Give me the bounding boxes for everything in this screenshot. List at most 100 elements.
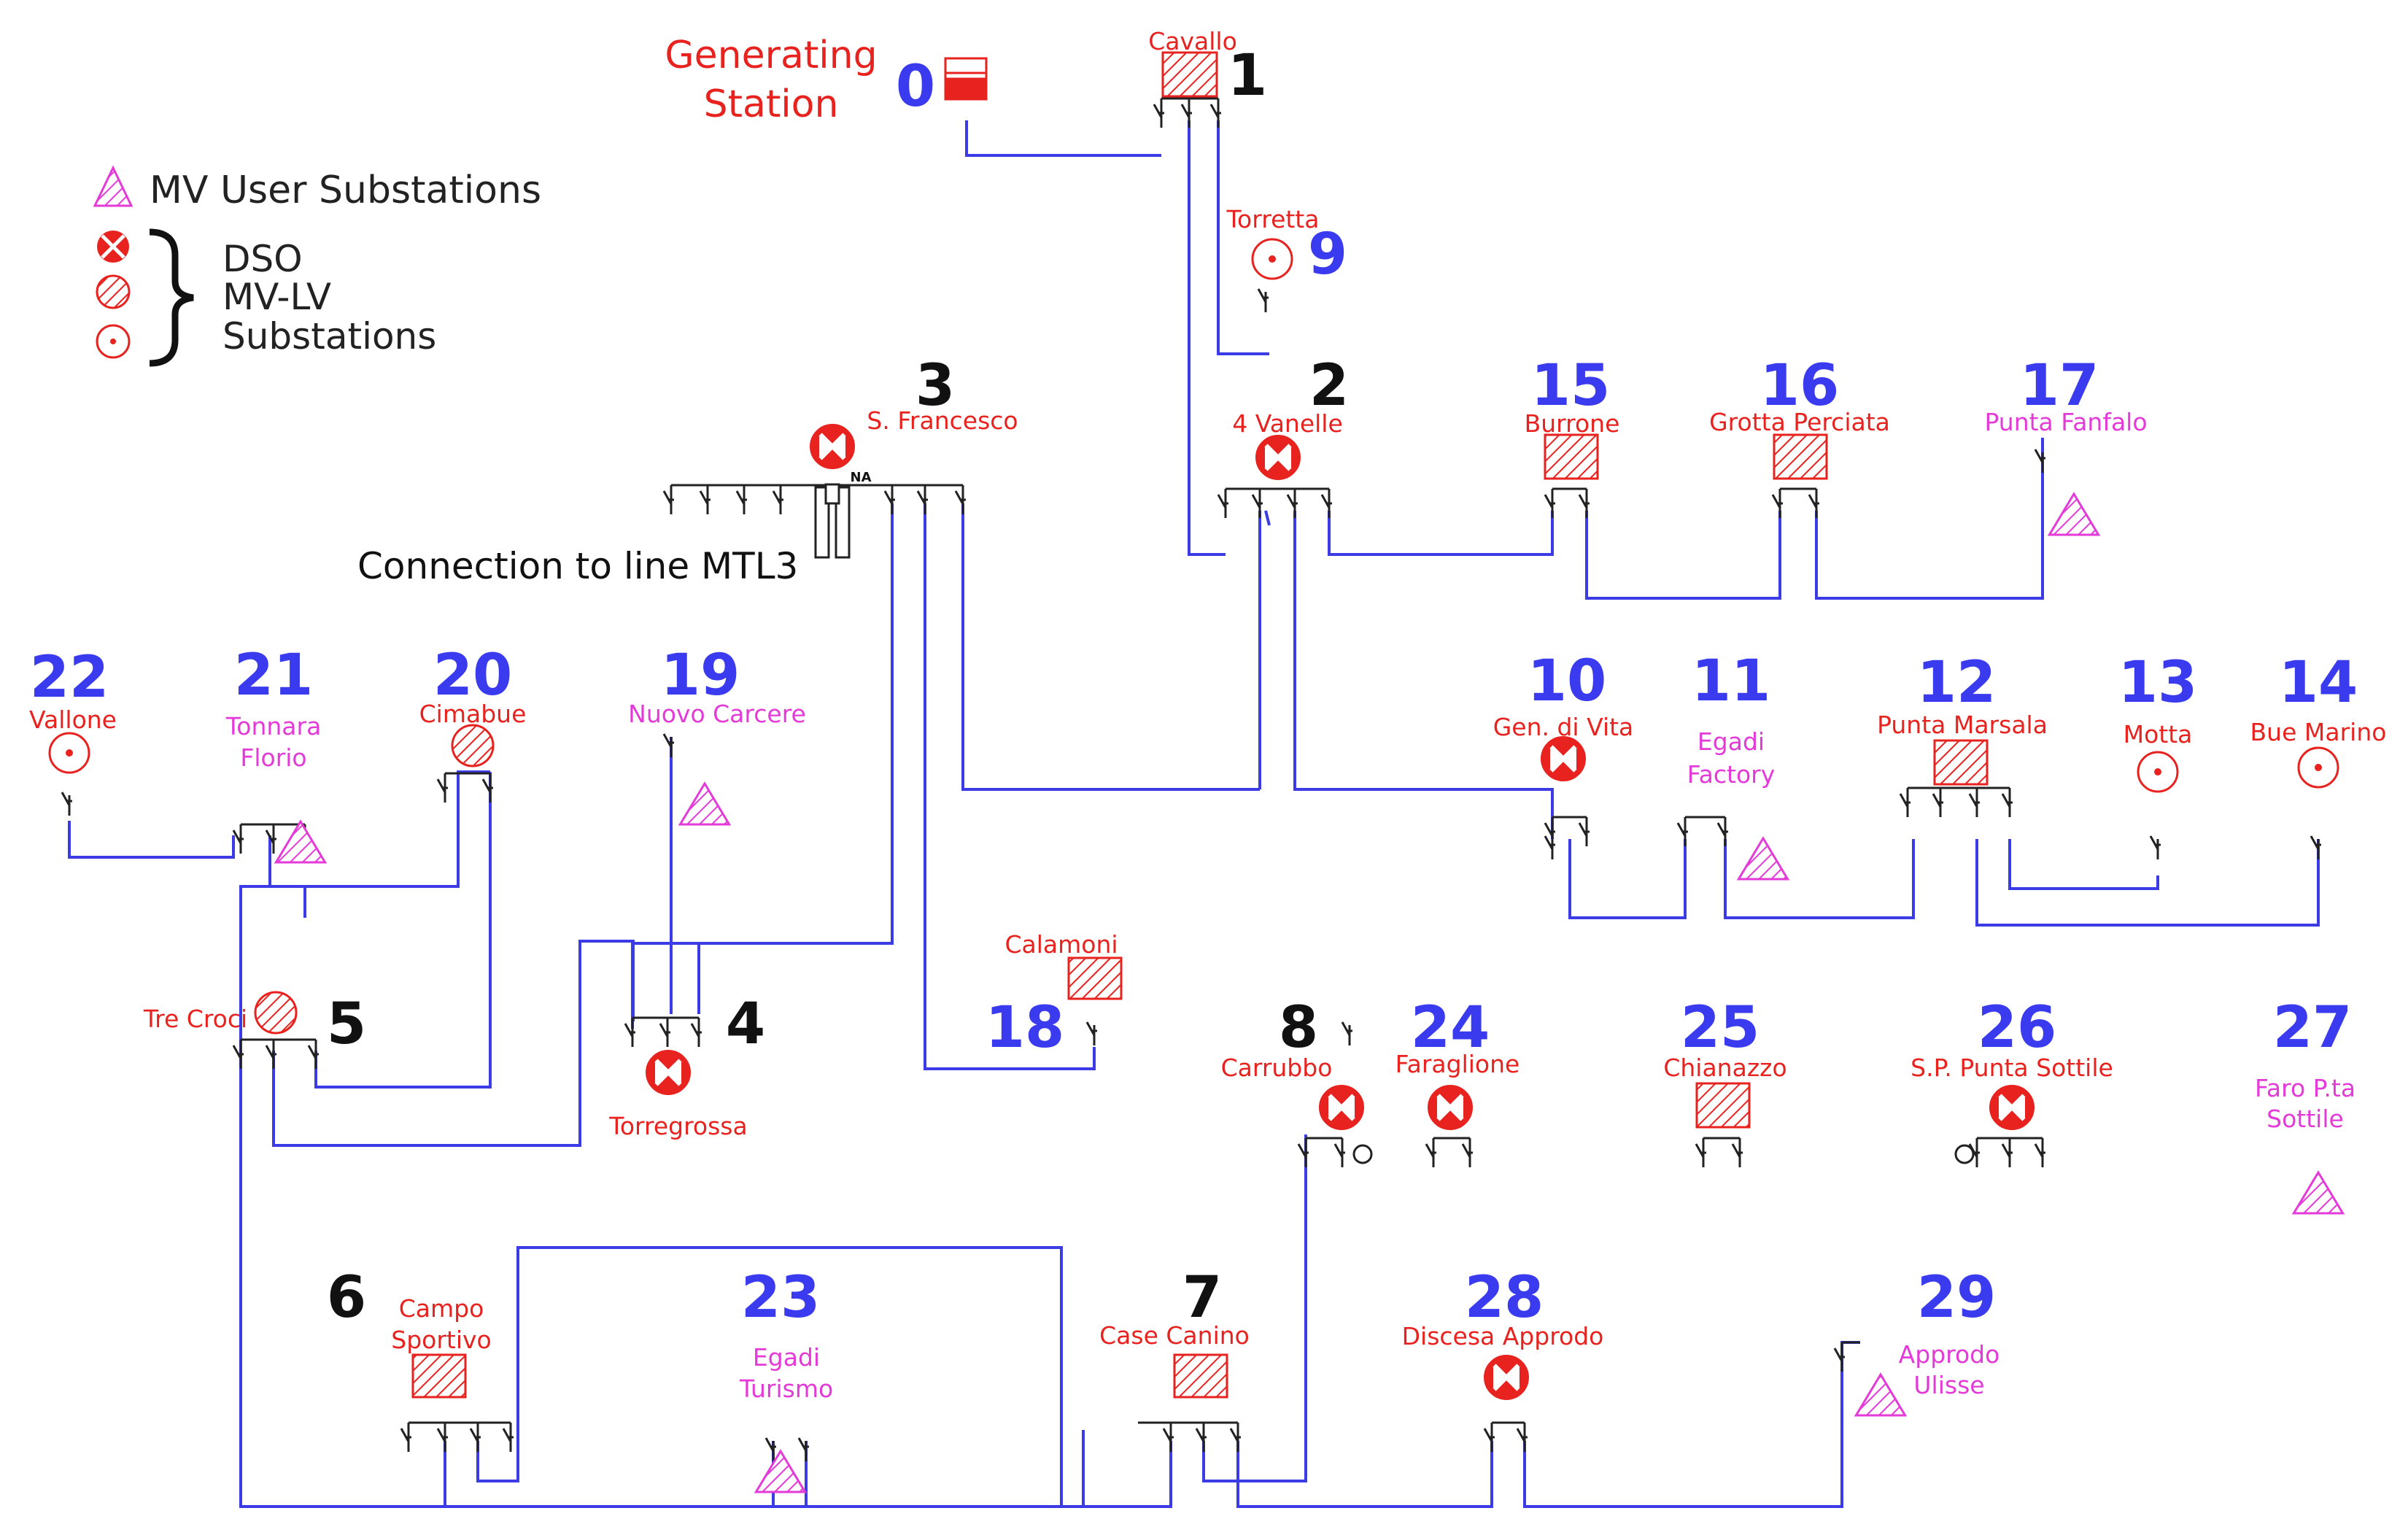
punta-marsala-symbol-icon (1933, 739, 1989, 786)
cimabue-symbol-icon (451, 724, 495, 768)
feeder-line (268, 795, 460, 888)
feeder-line (1975, 839, 2320, 927)
node-number-9: 9 (1308, 222, 1347, 287)
generating-station-icon (944, 57, 988, 101)
switch-icon (1578, 494, 1590, 518)
feeder-line (1585, 511, 1781, 600)
approdo-ulisse-symbol-icon (1854, 1372, 1908, 1417)
node-number-15: 15 (1531, 353, 1611, 419)
legend-substations-label: Substations (222, 315, 436, 357)
switch-icon (1297, 1143, 1309, 1167)
node-number-6: 6 (327, 1265, 366, 1331)
legend-mv-user-label: MV User Substations (150, 169, 541, 212)
node-name-5: Tre Croci (143, 1005, 247, 1033)
switch-icon (1516, 1428, 1528, 1452)
feeder-line (1328, 511, 1554, 556)
switch-icon (2001, 793, 2013, 817)
feeder-line (924, 503, 1096, 1070)
node-name-18: Calamoni (1004, 930, 1118, 959)
legend-dso-label: DSO (222, 238, 303, 280)
node-number-19: 19 (661, 643, 740, 708)
switch-icon (1676, 822, 1688, 846)
node-number-8: 8 (1279, 995, 1318, 1061)
switch-icon (502, 1428, 514, 1452)
switch-icon (1771, 494, 1783, 518)
switch-icon (1341, 1021, 1352, 1045)
node-name-12: Punta Marsala (1877, 711, 2048, 739)
node-number-20: 20 (433, 643, 513, 708)
node-number-21: 21 (234, 643, 314, 708)
node-name-15: Burrone (1525, 409, 1620, 438)
s-francesco-symbol-icon (810, 424, 855, 469)
feeder-line (1264, 510, 1271, 526)
node-name-26: S.P. Punta Sottile (1910, 1053, 2113, 1082)
node-name-24: Faraglione (1395, 1050, 1520, 1078)
node-name-22: Vallone (29, 705, 117, 734)
dso-dot-circle-icon (96, 324, 131, 359)
dso-hatched-circle-icon (96, 274, 131, 309)
node-number-23: 23 (741, 1265, 821, 1331)
feeder-line (1217, 120, 1269, 355)
node-name-25: Chianazzo (1663, 1053, 1786, 1082)
cavallo-symbol-icon (1161, 51, 1218, 98)
node-number-13: 13 (2118, 650, 2198, 716)
tonnara-florio-symbol-icon (274, 819, 328, 864)
switch-icon (1180, 104, 1192, 128)
burrone-symbol-icon (1544, 433, 1599, 480)
node-name-4: Torregrossa (608, 1112, 747, 1140)
legend-mvlv-label: MV-LV (222, 276, 331, 318)
torregrossa-symbol-icon (646, 1050, 691, 1095)
switch-icon (2034, 449, 2045, 473)
switch-icon (1286, 494, 1298, 518)
discesa-approdo-symbol-icon (1484, 1355, 1529, 1400)
node-name-14: Bue Marino (2250, 718, 2387, 746)
switch-icon (1162, 1428, 1174, 1452)
switch-icon (232, 1045, 244, 1069)
switch-icon (699, 490, 711, 514)
egadi-turismo-symbol-icon (754, 1449, 808, 1493)
switch-icon (307, 1045, 319, 1069)
s-p-punta-sottile-symbol-icon (1989, 1085, 2035, 1130)
faraglione-symbol-icon (1428, 1085, 1473, 1130)
node-number-2: 2 (1309, 353, 1349, 419)
feeder-line (961, 503, 1260, 791)
feeder-line (457, 770, 490, 795)
feeder-line (1202, 1134, 1307, 1482)
feeder-line (1236, 1441, 1493, 1508)
feeder-line (2008, 839, 2159, 890)
feeder-line (1083, 1441, 1172, 1508)
earth-switch-icon (1352, 1144, 1373, 1164)
switch-icon (1833, 1348, 1845, 1372)
switch-icon (662, 733, 674, 757)
switch-icon (232, 830, 244, 854)
campo-sportivo-symbol-icon (411, 1353, 467, 1399)
switch-icon (1544, 494, 1555, 518)
switch-icon (1085, 1021, 1097, 1045)
case-canino-symbol-icon (1173, 1353, 1228, 1399)
switch-icon (735, 490, 747, 514)
node-name-16: Grotta Perciata (1709, 408, 1890, 436)
feeder-line (239, 1062, 1085, 1508)
node-name-1: Cavallo (1148, 27, 1237, 55)
switch-icon (1932, 793, 1943, 817)
switch-icon (1968, 793, 1980, 817)
bue-marino-symbol-icon (2297, 746, 2339, 789)
feeder-line (272, 940, 635, 1147)
node-number-26: 26 (1978, 995, 2057, 1061)
node-name-13: Motta (2124, 720, 2193, 749)
switch-icon (1209, 104, 1221, 128)
node-number-7: 7 (1182, 1265, 1222, 1331)
node-name-2: 4 Vanelle (1232, 409, 1343, 438)
node-number-1: 1 (1228, 43, 1267, 109)
node-number-14: 14 (2279, 650, 2358, 716)
node-number-17: 17 (2020, 353, 2099, 419)
node-number-29: 29 (1917, 1265, 1997, 1331)
node-number-5: 5 (327, 991, 366, 1057)
grotta-perciata-symbol-icon (1773, 433, 1828, 480)
